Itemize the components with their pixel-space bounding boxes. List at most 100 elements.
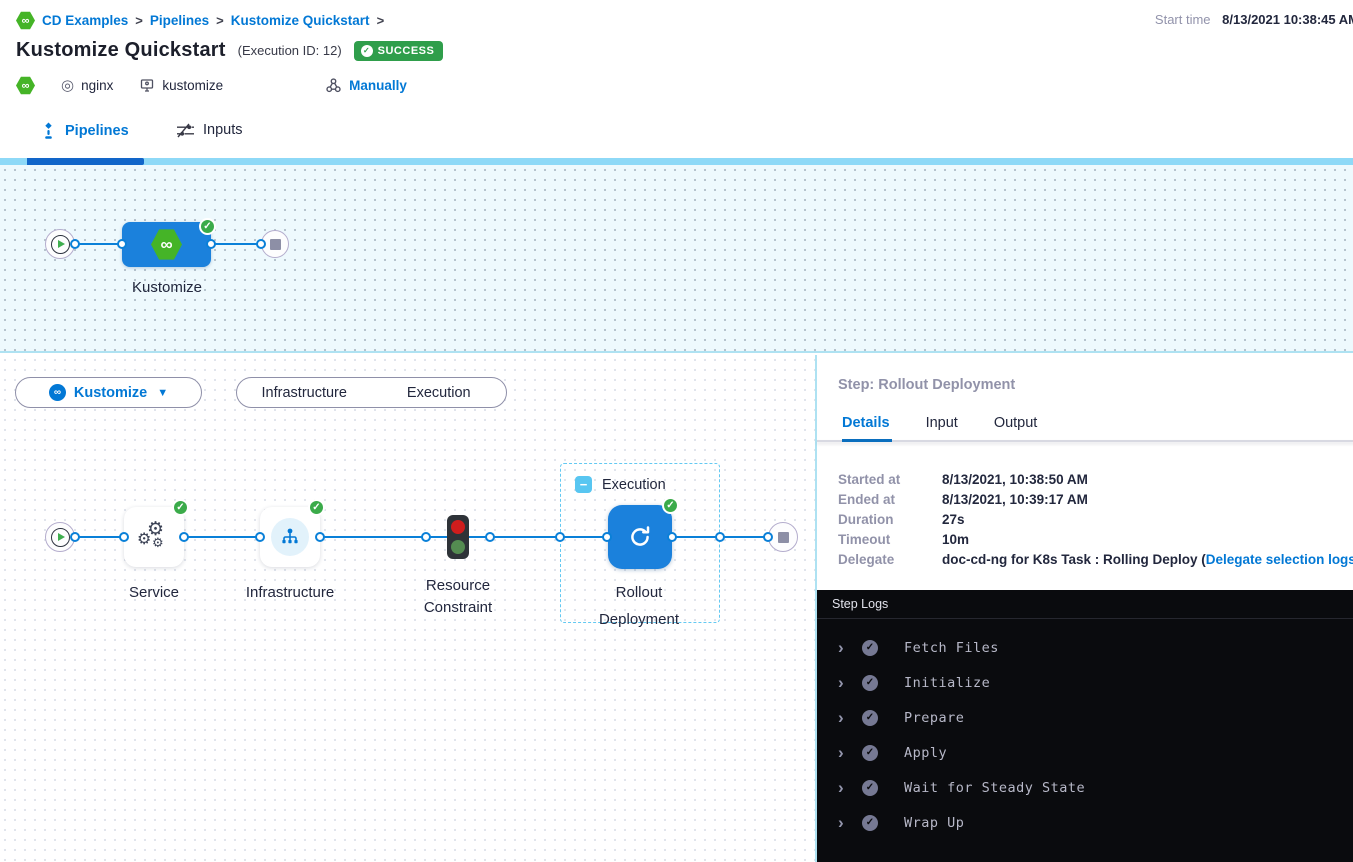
tab-pipelines[interactable]: Pipelines — [40, 122, 129, 140]
rollout-label-1: Rollout — [615, 584, 663, 601]
breadcrumb-cd-examples[interactable]: CD Examples — [42, 13, 129, 28]
tab-inputs[interactable]: Inputs — [176, 122, 243, 138]
collapse-group-icon[interactable]: − — [575, 476, 592, 493]
service-icon: ◎ — [61, 77, 75, 94]
check-icon: ✓ — [360, 44, 373, 57]
resource-constraint-label-2: Constraint — [423, 599, 493, 616]
success-check-icon: ✓ — [172, 499, 189, 516]
cd-module-icon: ∞ — [48, 384, 66, 401]
connector-dot — [421, 532, 431, 542]
infrastructure-node[interactable] — [260, 507, 320, 567]
chevron-right-icon[interactable]: › — [838, 708, 844, 727]
step-detail-rows: Started at 8/13/2021, 10:38:50 AM Ended … — [838, 470, 1353, 570]
details-tab-indicator — [842, 439, 892, 442]
resource-constraint-label-1: Resource — [425, 577, 491, 594]
connector-dot — [255, 532, 265, 542]
tab-output[interactable]: Output — [993, 415, 1038, 431]
delegate-value-text: doc-cd-ng for K8s Task : Rolling Deploy … — [942, 552, 1206, 567]
chevron-right-icon[interactable]: › — [838, 743, 844, 762]
detail-row-ended: Ended at 8/13/2021, 10:39:17 AM — [838, 490, 1353, 510]
traffic-light-red — [451, 520, 465, 535]
tabs-divider — [817, 440, 1353, 442]
start-time-label: Start time — [1154, 12, 1211, 27]
detail-row-duration: Duration 27s — [838, 510, 1353, 530]
stop-icon — [269, 238, 281, 250]
log-section-wrap-up[interactable]: › ✓ Wrap Up — [817, 805, 1353, 840]
detail-row-timeout: Timeout 10m — [838, 530, 1353, 550]
edge-line — [184, 536, 260, 538]
status-badge: ✓ SUCCESS — [353, 40, 444, 61]
chevron-right-icon[interactable]: › — [838, 673, 844, 692]
connector-dot — [667, 532, 677, 542]
check-circle-icon: ✓ — [862, 709, 878, 726]
environment-name: kustomize — [162, 78, 224, 93]
detail-row-delegate: Delegate doc-cd-ng for K8s Task : Rollin… — [838, 550, 1353, 570]
connector-dot — [485, 532, 495, 542]
success-check-icon: ✓ — [308, 499, 325, 516]
tab-details[interactable]: Details — [842, 415, 890, 431]
breadcrumb-separator: > — [376, 13, 385, 28]
log-section-wait-steady-state[interactable]: › ✓ Wait for Steady State — [817, 770, 1353, 805]
connector-dot — [256, 239, 266, 249]
execution-step-group: − Execution — [560, 463, 720, 623]
connector-dot — [206, 239, 216, 249]
log-section-initialize[interactable]: › ✓ Initialize — [817, 665, 1353, 700]
breadcrumb-separator: > — [216, 13, 224, 28]
chevron-right-icon[interactable]: › — [838, 638, 844, 657]
log-section-label: Prepare — [904, 709, 965, 726]
tabbar-accent-line — [0, 158, 1353, 165]
detail-label: Delegate — [838, 552, 895, 567]
module-tag: ∞ — [16, 76, 35, 95]
check-circle-icon: ✓ — [862, 639, 878, 656]
service-node[interactable]: ⚙⚙⚙ — [124, 507, 184, 567]
environment-tag: kustomize — [139, 78, 223, 94]
tab-input[interactable]: Input — [925, 415, 958, 431]
chevron-right-icon[interactable]: › — [838, 778, 844, 797]
start-time-value: 8/13/2021 10:38:45 AM — [1222, 12, 1353, 27]
stage-selector-label: Kustomize — [73, 384, 148, 401]
edge-line — [75, 536, 124, 538]
stage-selector-dropdown[interactable]: ∞ Kustomize ▼ — [15, 377, 202, 408]
detail-row-started: Started at 8/13/2021, 10:38:50 AM — [838, 470, 1353, 490]
log-section-fetch-files[interactable]: › ✓ Fetch Files — [817, 630, 1353, 665]
trigger-tag: Manually — [325, 77, 407, 94]
toggle-execution[interactable]: Execution — [406, 384, 471, 401]
group-label: Execution — [602, 476, 666, 493]
success-check-icon: ✓ — [662, 497, 679, 514]
trigger-icon — [326, 78, 341, 93]
check-circle-icon: ✓ — [862, 744, 878, 761]
status-badge-label: SUCCESS — [377, 44, 435, 57]
delegate-selection-logs-link[interactable]: Delegate selection logs — [1205, 552, 1353, 567]
connector-dot — [117, 239, 127, 249]
breadcrumb-pipelines[interactable]: Pipelines — [149, 13, 210, 28]
stage-graph-canvas: ∞ ✓ Kustomize — [0, 165, 1353, 353]
detail-value: 8/13/2021, 10:39:17 AM — [942, 492, 1088, 507]
title-row: Kustomize Quickstart (Execution ID: 12) … — [16, 39, 444, 62]
detail-value: 10m — [942, 532, 970, 547]
pipelines-icon — [45, 122, 52, 139]
rollout-deployment-node[interactable] — [608, 505, 672, 569]
connector-dot — [315, 532, 325, 542]
stage-node-kustomize[interactable]: ∞ — [122, 222, 211, 267]
log-section-apply[interactable]: › ✓ Apply — [817, 735, 1353, 770]
service-gears-icon: ⚙⚙⚙ — [137, 518, 165, 551]
view-tabbar: Pipelines Inputs — [0, 112, 1353, 165]
service-tag: ◎ nginx — [61, 78, 113, 93]
connector-dot — [763, 532, 773, 542]
detail-value: 27s — [942, 512, 965, 527]
check-circle-icon: ✓ — [862, 674, 878, 691]
toggle-infrastructure[interactable]: Infrastructure — [261, 384, 347, 401]
detail-value: doc-cd-ng for K8s Task : Rolling Deploy … — [942, 550, 1353, 570]
connector-dot — [119, 532, 129, 542]
resource-constraint-node[interactable] — [447, 515, 469, 559]
log-section-label: Fetch Files — [904, 639, 999, 656]
inputs-icon — [177, 123, 194, 137]
service-label: Service — [128, 584, 180, 601]
connector-dot — [602, 532, 612, 542]
step-details-panel: Step: Rollout Deployment Details Input O… — [815, 355, 1353, 862]
breadcrumb-kustomize-quickstart[interactable]: Kustomize Quickstart — [230, 13, 370, 28]
step-logs-panel: Step Logs › ✓ Fetch Files › ✓ Initialize… — [817, 590, 1353, 862]
trigger-link[interactable]: Manually — [349, 78, 407, 93]
log-section-prepare[interactable]: › ✓ Prepare — [817, 700, 1353, 735]
chevron-right-icon[interactable]: › — [838, 813, 844, 832]
